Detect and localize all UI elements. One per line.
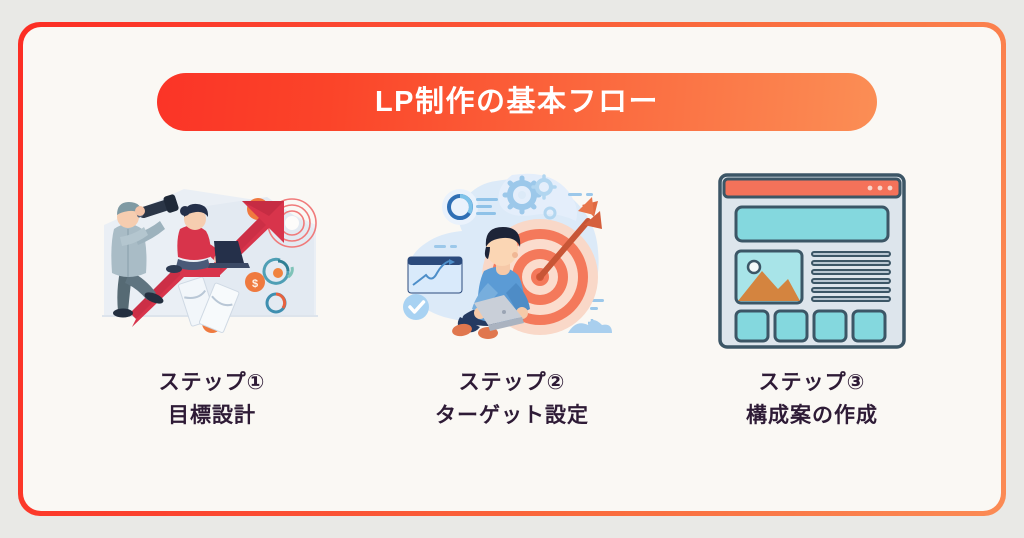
- decor-donut-icon: [265, 292, 287, 314]
- decor-spiral-icon: [262, 257, 294, 285]
- title-banner: LP制作の基本フロー: [157, 73, 877, 131]
- step-number-label: ステップ③: [758, 371, 866, 394]
- image-placeholder-icon: [734, 249, 804, 305]
- growth-arrow-telescope-illustration: $ $ $: [92, 167, 332, 353]
- page-title: LP制作の基本フロー: [374, 85, 660, 118]
- documents-icon: [178, 276, 240, 333]
- check-circle-icon: [403, 294, 429, 320]
- browser-window-mockup: [718, 173, 906, 349]
- step-name-label: 目標設計: [168, 403, 256, 427]
- step-item-3: ステップ③ 構成案の作成: [662, 167, 962, 432]
- window-dots-icon: [867, 185, 893, 191]
- text-lines: [811, 251, 891, 302]
- person-with-laptop-figure: [452, 227, 530, 339]
- gears-icon: [502, 174, 557, 220]
- person-with-telescope-figure: [111, 194, 179, 318]
- card-row: [734, 309, 887, 343]
- target-dartboard-laptop-illustration: [392, 167, 632, 353]
- card-surface: LP制作の基本フロー: [23, 27, 1001, 511]
- step-item-1: $ $ $: [62, 167, 362, 432]
- steps-row: $ $ $: [23, 167, 1001, 432]
- line-chart-card-icon: [407, 256, 463, 294]
- dart-arrow-icon: [537, 197, 602, 280]
- bush-decor: [568, 320, 612, 333]
- person-with-laptop-figure: [166, 203, 250, 273]
- coin-icon-3: [273, 268, 283, 278]
- outer-frame: LP制作の基本フロー: [18, 22, 1006, 516]
- donut-chart-icon: [442, 189, 498, 225]
- svg-text:$: $: [252, 278, 258, 290]
- step-name-label: 構成案の作成: [746, 403, 878, 427]
- decor-dashes: [434, 193, 604, 310]
- step-item-2: ステップ② ターゲット設定: [362, 167, 662, 432]
- step-number-label: ステップ①: [158, 371, 266, 394]
- step-name-label: ターゲット設定: [435, 403, 589, 427]
- website-wireframe-illustration: [692, 167, 932, 353]
- coin-icon-2: $: [245, 272, 265, 292]
- step-number-label: ステップ②: [458, 371, 566, 394]
